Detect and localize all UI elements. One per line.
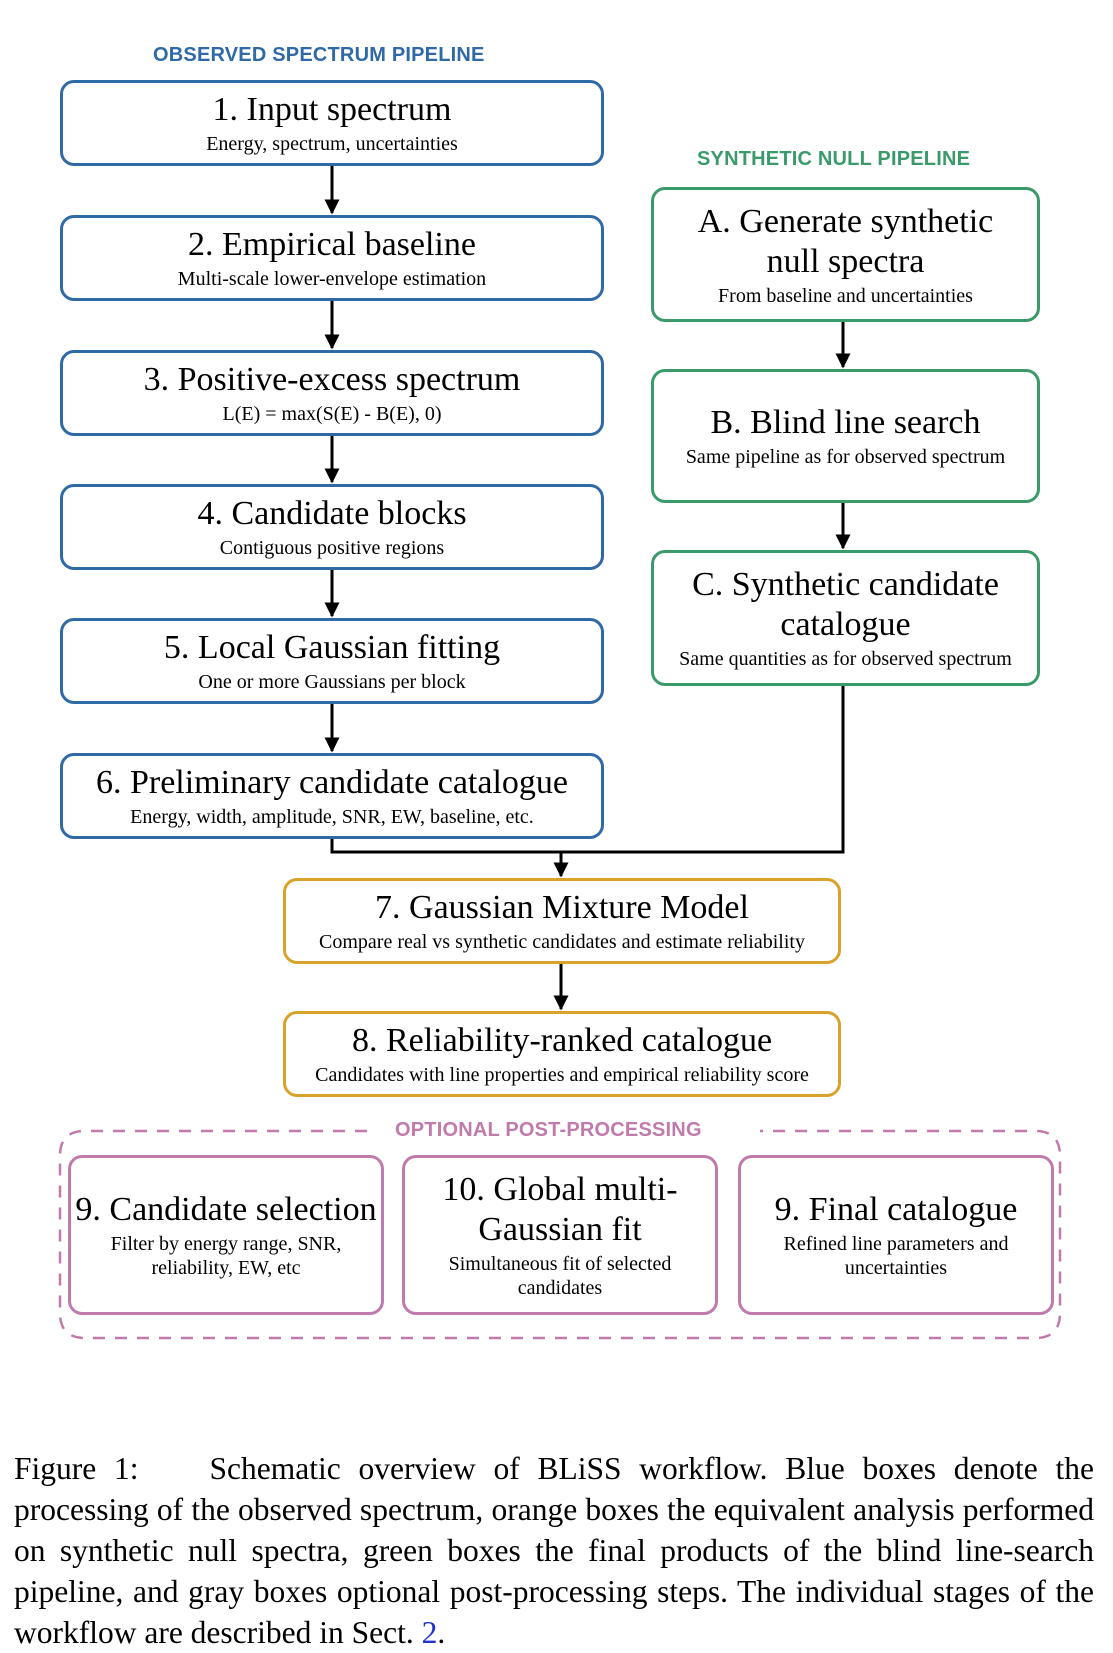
box-title: 2. Empirical baseline [188, 226, 476, 263]
optional-group-border [58, 1129, 1062, 1340]
box-title-line2: null spectra [766, 242, 925, 280]
synthetic-pipeline-label: SYNTHETIC NULL PIPELINE [697, 148, 971, 170]
box-title: 9. Final catalogue [774, 1191, 1018, 1228]
connector-6-merge [330, 686, 845, 854]
box-input-spectrum: 1. Input spectrum Energy, spectrum, unce… [60, 80, 604, 166]
box-candidate-selection: 9. Candidate selection Filter by energy … [68, 1155, 384, 1315]
box-title: 5. Local Gaussian fitting [163, 629, 501, 666]
optional-postprocessing-label: OPTIONAL POST-PROCESSING [395, 1119, 702, 1141]
box-subtitle: Energy, width, amplitude, SNR, EW, basel… [130, 806, 534, 828]
box-subtitle: Contiguous positive regions [219, 537, 445, 559]
box-title: 4. Candidate blocks [197, 495, 467, 532]
box-title-line2: Gaussian fit [478, 1211, 642, 1248]
observed-pipeline-label: OBSERVED SPECTRUM PIPELINE [153, 44, 485, 66]
box-subtitle-line2: uncertainties [844, 1257, 948, 1279]
box-title: 3. Positive-excess spectrum [143, 361, 521, 398]
box-candidate-blocks: 4. Candidate blocks Contiguous positive … [60, 484, 604, 570]
box-empirical-baseline: 2. Empirical baseline Multi-scale lower-… [60, 215, 604, 301]
box-local-gaussian-fitting: 5. Local Gaussian fitting One or more Ga… [60, 618, 604, 704]
box-synthetic-catalogue: C. Synthetic candidate catalogue Same qu… [651, 550, 1040, 686]
box-subtitle: Same pipeline as for observed spectrum [685, 446, 1006, 468]
figure-caption: Figure 1: Schematic overview of BLiSS wo… [14, 1448, 1094, 1653]
box-subtitle: From baseline and uncertainties [718, 284, 973, 307]
box-gaussian-mixture-model: 7. Gaussian Mixture Model Compare real v… [283, 878, 841, 964]
box-subtitle: Same quantities as for observed spectrum [679, 648, 1012, 670]
box-title: 9. Candidate selection [75, 1191, 377, 1228]
box-preliminary-catalogue: 6. Preliminary candidate catalogue Energ… [60, 753, 604, 839]
box-subtitle: L(E) = max(S(E) - B(E), 0) [222, 403, 442, 425]
box-reliability-ranked-catalogue: 8. Reliability-ranked catalogue Candidat… [283, 1011, 841, 1097]
box-title-line1: 10. Global multi- [442, 1171, 678, 1208]
box-positive-excess: 3. Positive-excess spectrum L(E) = max(S… [60, 350, 604, 436]
box-subtitle: One or more Gaussians per block [198, 671, 466, 693]
caption-text: Schematic overview of BLiSS workflow. Bl… [14, 1451, 1094, 1650]
box-title: 7. Gaussian Mixture Model [375, 889, 749, 926]
box-subtitle: Candidates with line properties and empi… [315, 1064, 809, 1086]
box-title: 1. Input spectrum [212, 91, 452, 128]
box-title: 8. Reliability-ranked catalogue [351, 1022, 773, 1059]
box-title-line1: C. Synthetic candidate [692, 566, 999, 603]
box-subtitle: Multi-scale lower-envelope estimation [177, 268, 487, 290]
box-subtitle-line1: Refined line parameters and [783, 1233, 1009, 1255]
box-subtitle-line1: Filter by energy range, SNR, [110, 1233, 342, 1255]
box-subtitle-line2: candidates [517, 1277, 603, 1299]
caption-section-link[interactable]: 2 [421, 1615, 438, 1650]
box-title-line1: A. Generate synthetic [697, 202, 994, 240]
box-title: B. Blind line search [710, 404, 981, 441]
box-generate-synthetic: A. Generate synthetic null spectra From … [651, 187, 1040, 322]
box-subtitle: Energy, spectrum, uncertainties [206, 133, 458, 155]
box-subtitle-line2: reliability, EW, etc [151, 1257, 301, 1279]
box-title: 6. Preliminary candidate catalogue [95, 764, 569, 801]
box-title-line2: catalogue [780, 606, 911, 643]
caption-suffix: . [437, 1615, 446, 1650]
box-global-multi-gaussian-fit: 10. Global multi- Gaussian fit Simultane… [402, 1155, 718, 1315]
caption-prefix: Figure 1: [14, 1451, 139, 1486]
box-subtitle: Compare real vs synthetic candidates and… [319, 931, 805, 953]
box-final-catalogue: 9. Final catalogue Refined line paramete… [738, 1155, 1054, 1315]
box-blind-line-search: B. Blind line search Same pipeline as fo… [651, 369, 1040, 503]
box-subtitle-line1: Simultaneous fit of selected [448, 1253, 672, 1275]
